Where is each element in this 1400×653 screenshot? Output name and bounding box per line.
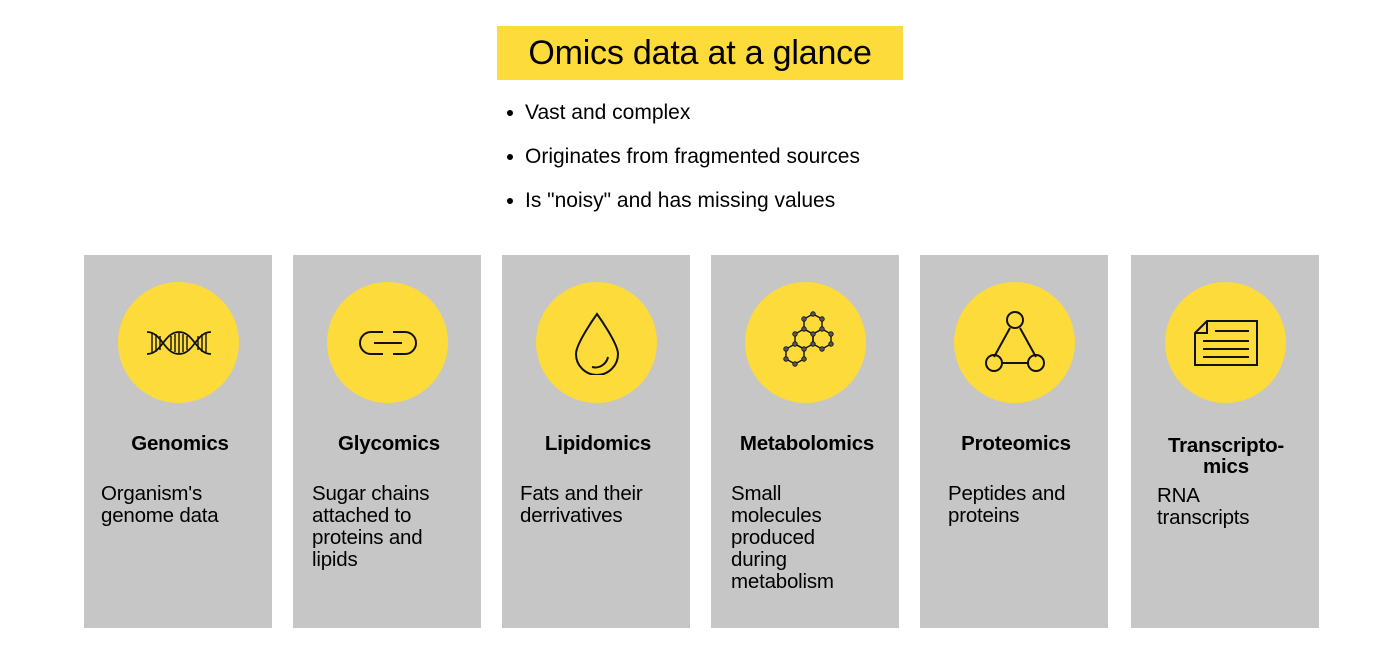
card-metabolomics: Metabolomics Small molecules produced du… [711, 255, 899, 628]
bullet-item: Vast and complex [507, 98, 860, 142]
description-line: molecules [731, 504, 822, 527]
card-title: Lipidomics [544, 432, 652, 455]
description-line: derrivatives [520, 504, 623, 527]
description-line: Organism's [101, 482, 203, 505]
card-description: Peptides and proteins [948, 483, 1102, 527]
bullet-item: Originates from fragmented sources [507, 142, 860, 186]
card-glycomics: Glycomics Sugar chains attached to prote… [293, 255, 481, 628]
icon-circle [954, 282, 1075, 403]
dna-icon [146, 330, 211, 355]
summary-bullet-list: Vast and complex Originates from fragmen… [507, 98, 860, 230]
card-description: Sugar chains attached to proteins and li… [312, 483, 475, 571]
title-line: mics [1203, 455, 1249, 478]
icon-circle [327, 282, 448, 403]
card-description: Fats and their derrivatives [520, 483, 684, 527]
document-icon [1193, 319, 1258, 366]
droplet-icon [574, 311, 619, 375]
description-line: lipids [312, 548, 358, 571]
chain-link-icon [358, 330, 417, 355]
description-line: metabolism [731, 570, 834, 593]
title-line: Transcripto- [1167, 434, 1285, 457]
description-line: during [731, 548, 787, 571]
description-line: Peptides and [948, 482, 1066, 505]
card-description: RNA transcripts [1157, 485, 1313, 529]
icon-circle [118, 282, 239, 403]
card-description: Organism's genome data [101, 483, 266, 527]
description-line: genome data [101, 504, 219, 527]
icon-circle [1165, 282, 1286, 403]
description-line: RNA [1157, 484, 1200, 507]
bullet-item: Is "noisy" and has missing values [507, 186, 860, 230]
card-title: Proteomics [961, 432, 1071, 455]
card-genomics: Genomics Organism's genome data [84, 255, 272, 628]
description-line: proteins and [312, 526, 423, 549]
page-title: Omics data at a glance [497, 26, 903, 80]
description-line: Fats and their [520, 482, 643, 505]
card-proteomics: Proteomics Peptides and proteins [920, 255, 1108, 628]
icon-circle [745, 282, 866, 403]
card-title: Genomics [131, 432, 229, 455]
description-line: Small [731, 482, 782, 505]
molecule-icon [782, 310, 834, 367]
network-triangle-icon [984, 310, 1045, 372]
description-line: proteins [948, 504, 1020, 527]
card-transcriptomics: Transcripto- mics RNA transcripts [1131, 255, 1319, 628]
icon-circle [536, 282, 657, 403]
description-line: Sugar chains [312, 482, 430, 505]
card-title: Glycomics [338, 432, 440, 455]
description-line: attached to [312, 504, 412, 527]
card-lipidomics: Lipidomics Fats and their derrivatives [502, 255, 690, 628]
card-title: Metabolomics [739, 432, 875, 455]
description-line: produced [731, 526, 815, 549]
card-title: Transcripto- mics [1151, 435, 1301, 477]
description-line: transcripts [1157, 506, 1250, 529]
card-description: Small molecules produced during metaboli… [731, 483, 893, 593]
